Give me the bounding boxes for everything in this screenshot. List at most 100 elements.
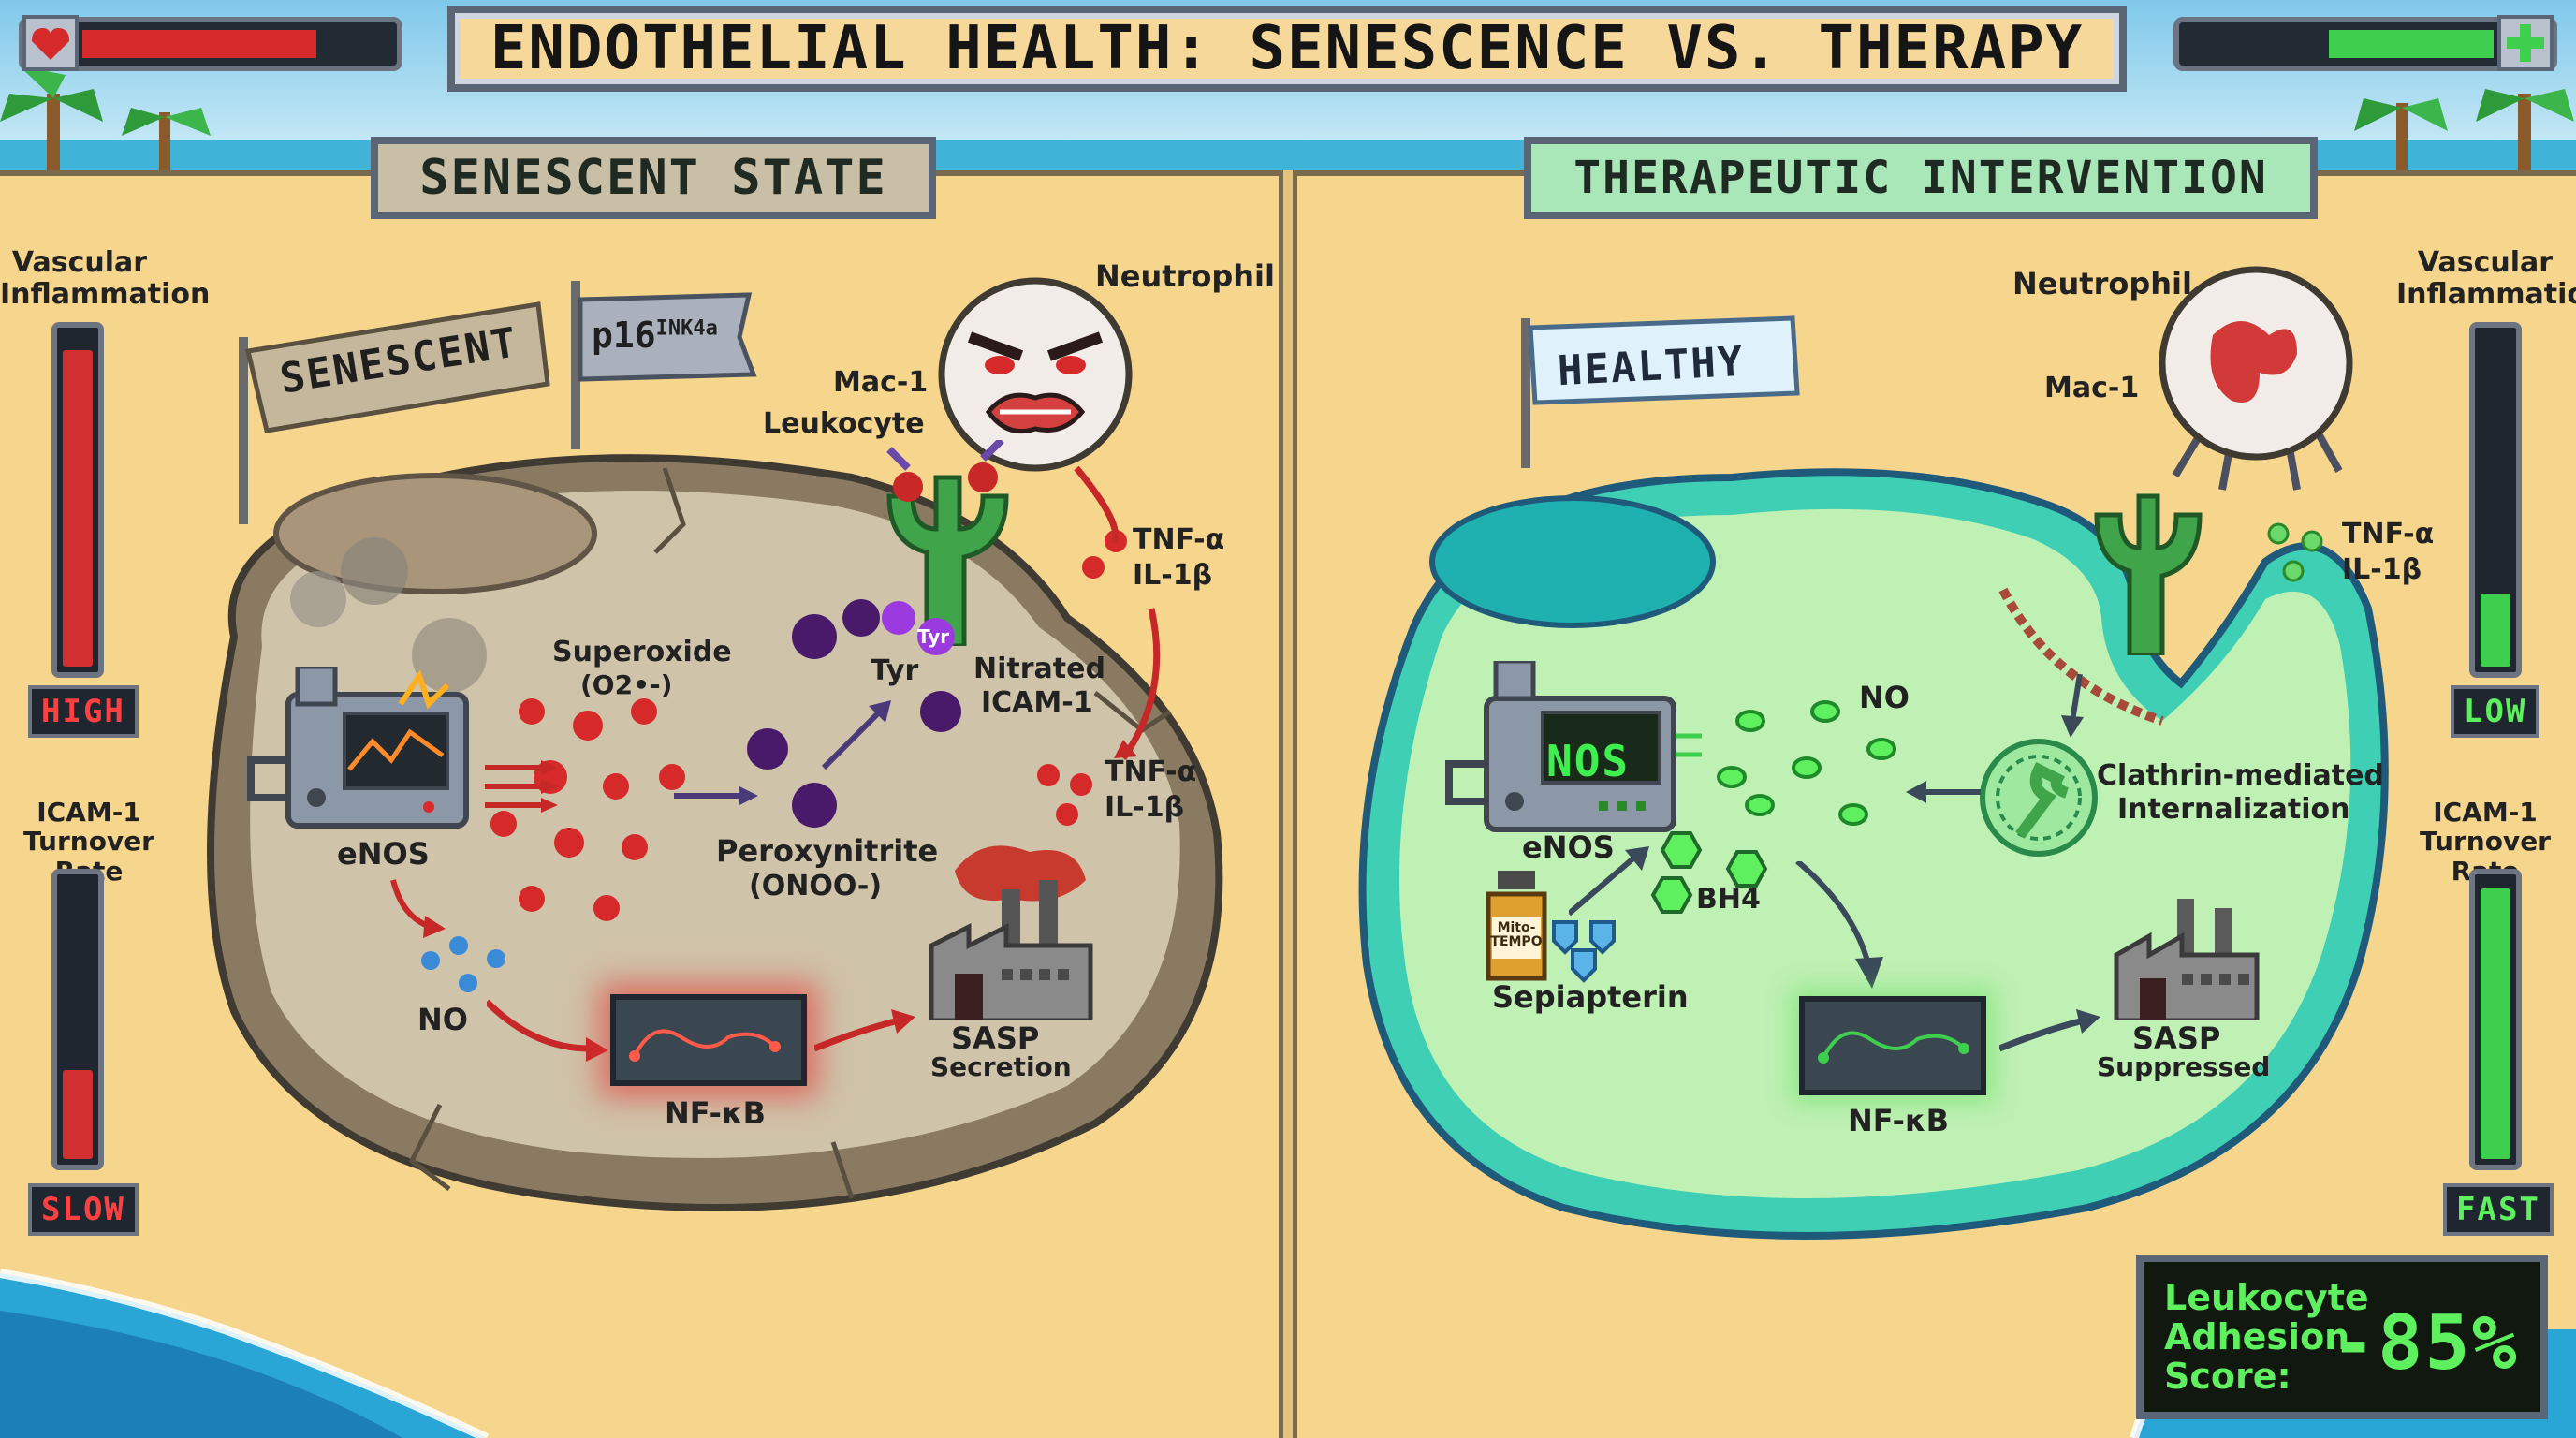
right-inflammation-status: LOW bbox=[2451, 685, 2540, 738]
right-no-label: NO bbox=[1859, 680, 1910, 715]
page-title: ENDOTHELIAL HEALTH: SENESCENCE VS. THERA… bbox=[447, 6, 2127, 92]
clathrin-vesicle-icon bbox=[1980, 739, 2098, 857]
left-nfkb-circuit-icon bbox=[629, 1029, 781, 1062]
calm-neutrophil-icon bbox=[2159, 266, 2353, 491]
sepiapterin-label: Sepiapterin bbox=[1492, 979, 1689, 1015]
enos-machine-icon bbox=[247, 667, 469, 829]
right-nfkb-circuit-icon bbox=[1818, 1031, 1969, 1064]
right-icam-meter bbox=[2469, 869, 2522, 1170]
mac1-label-right: Mac-1 bbox=[2044, 372, 2140, 404]
right-neutrophil-label: Neutrophil bbox=[2012, 266, 2192, 301]
mitotempo-bottle-icon bbox=[1486, 871, 1547, 981]
sepiapterin-molecules bbox=[1552, 920, 1616, 983]
score-value: -85% bbox=[2331, 1299, 2519, 1387]
nitrated-icam-label: ICAM-1 bbox=[981, 686, 1093, 719]
plus-icon bbox=[2497, 15, 2554, 71]
no-to-nfkb-arrow bbox=[487, 999, 608, 1062]
left-health-bar-fill bbox=[82, 30, 316, 58]
left-tnf-upper: TNF-α bbox=[1133, 523, 1225, 556]
clathrin-label-1: Clathrin-mediated bbox=[2097, 759, 2384, 792]
sepiapterin-to-enos-arrow bbox=[1569, 846, 1649, 917]
right-nfkb-box bbox=[1799, 996, 1986, 1095]
mito-label-line2: TEMPO bbox=[1490, 934, 1543, 950]
leukocyte-adhesion-score-panel: Leukocyte Adhesion Score: -85% bbox=[2136, 1255, 2548, 1419]
bh4-molecules bbox=[1650, 831, 1768, 914]
left-inflammation-fill bbox=[63, 350, 93, 667]
mac1-receptor-icon bbox=[886, 440, 1009, 646]
right-icam-fill bbox=[2481, 888, 2510, 1159]
peroxynitrite-to-tyr-arrow bbox=[821, 700, 891, 770]
left-il-lower: IL-1β bbox=[1105, 791, 1185, 824]
superoxide-particles bbox=[490, 698, 685, 921]
sea-left bbox=[0, 1269, 490, 1438]
nos-machine-icon bbox=[1445, 661, 1702, 832]
left-nfkb-box bbox=[610, 994, 807, 1086]
right-sasp-label: SASP bbox=[2132, 1020, 2221, 1056]
senescent-flag bbox=[239, 301, 550, 524]
panel-divider bbox=[1279, 170, 1297, 1438]
cytokine-release-arrow bbox=[1074, 465, 1161, 761]
right-sasp-suppressed: Suppressed bbox=[2097, 1051, 2271, 1082]
healthy-cell bbox=[1358, 468, 2389, 1240]
p16-label: p16 bbox=[592, 315, 656, 356]
no-to-nfkb-arrow-right bbox=[1795, 861, 1883, 989]
right-icam-status: FAST bbox=[2443, 1183, 2554, 1236]
left-no-particles bbox=[421, 936, 505, 992]
therapeutic-intervention-header: THERAPEUTIC INTERVENTION bbox=[1524, 137, 2318, 219]
nfkb-to-sasp-arrow-right bbox=[1999, 1009, 2100, 1052]
p16-flag-text: p16INK4a bbox=[592, 315, 718, 356]
enos-to-no-arrow bbox=[390, 879, 446, 938]
peroxynitrite-formula: (ONOO-) bbox=[749, 870, 883, 902]
tyrosine-nitration-cluster bbox=[792, 599, 961, 732]
p16-flag bbox=[571, 281, 757, 449]
bh4-label: BH4 bbox=[1696, 883, 1761, 916]
peroxynitrite-label: Peroxynitrite bbox=[716, 833, 939, 869]
left-neutrophil-label: Neutrophil bbox=[1095, 258, 1275, 294]
left-enos-label: eNOS bbox=[337, 836, 430, 872]
left-icam-fill bbox=[63, 1070, 93, 1159]
right-il-label: IL-1β bbox=[2342, 553, 2422, 586]
right-enos-label: eNOS bbox=[1522, 829, 1615, 865]
left-cytokine-dots-lower bbox=[1037, 764, 1092, 826]
left-inflammation-meter bbox=[51, 322, 104, 678]
left-tnf-lower: TNF-α bbox=[1105, 756, 1197, 788]
peroxynitrite-particles bbox=[747, 728, 837, 828]
left-nfkb-label: NF-κB bbox=[665, 1095, 767, 1131]
left-sasp-secretion: Secretion bbox=[930, 1051, 1072, 1082]
right-inflammation-meter bbox=[2469, 322, 2522, 678]
angry-neutrophil-icon bbox=[938, 277, 1133, 472]
right-icam-receptor-icon bbox=[2094, 493, 2203, 655]
right-tnf-label: TNF-α bbox=[2342, 518, 2435, 550]
mac1-label-left: Mac-1 bbox=[833, 366, 929, 399]
nfkb-to-sasp-arrow-left bbox=[814, 1009, 915, 1052]
heart-icon bbox=[22, 15, 79, 71]
leukocyte-label: Leukocyte bbox=[763, 407, 925, 440]
left-sasp-factory-icon bbox=[929, 845, 1093, 1020]
right-cytokine-dots bbox=[2267, 522, 2323, 582]
left-icam-status: SLOW bbox=[28, 1183, 139, 1236]
tyr-badge: Tyr bbox=[917, 625, 950, 648]
superoxide-label: Superoxide bbox=[552, 636, 732, 668]
senescent-state-header: SENESCENT STATE bbox=[371, 137, 936, 219]
left-inflammation-status: HIGH bbox=[28, 685, 139, 738]
superoxide-formula: (O2•-) bbox=[580, 669, 673, 700]
healthy-flag bbox=[1521, 315, 1800, 468]
right-health-bar bbox=[2174, 17, 2557, 71]
p16-superscript: INK4a bbox=[655, 316, 718, 341]
right-no-particles bbox=[1717, 700, 1896, 826]
healthy-flag-text: HEALTHY bbox=[1556, 337, 1746, 396]
mito-label-line1: Mito- bbox=[1497, 920, 1536, 935]
right-nfkb-label: NF-κB bbox=[1848, 1103, 1950, 1138]
left-inflammation-label: Vascular Inflammation bbox=[0, 246, 211, 311]
nitrated-label: Nitrated bbox=[973, 653, 1105, 685]
enos-to-superoxide-arrows bbox=[485, 760, 558, 813]
score-line-2: Adhesion bbox=[2164, 1316, 2350, 1357]
membrane-to-vesicle-arrow bbox=[2061, 674, 2084, 738]
vesicle-to-no-arrow bbox=[1906, 781, 1981, 803]
mito-label: Mito- TEMPO bbox=[1486, 920, 1546, 950]
left-il-upper: IL-1β bbox=[1133, 559, 1213, 592]
score-line-3: Score: bbox=[2164, 1356, 2291, 1397]
right-inflammation-fill bbox=[2481, 594, 2510, 667]
left-no-label: NO bbox=[417, 1002, 468, 1037]
left-health-bar bbox=[19, 17, 402, 71]
